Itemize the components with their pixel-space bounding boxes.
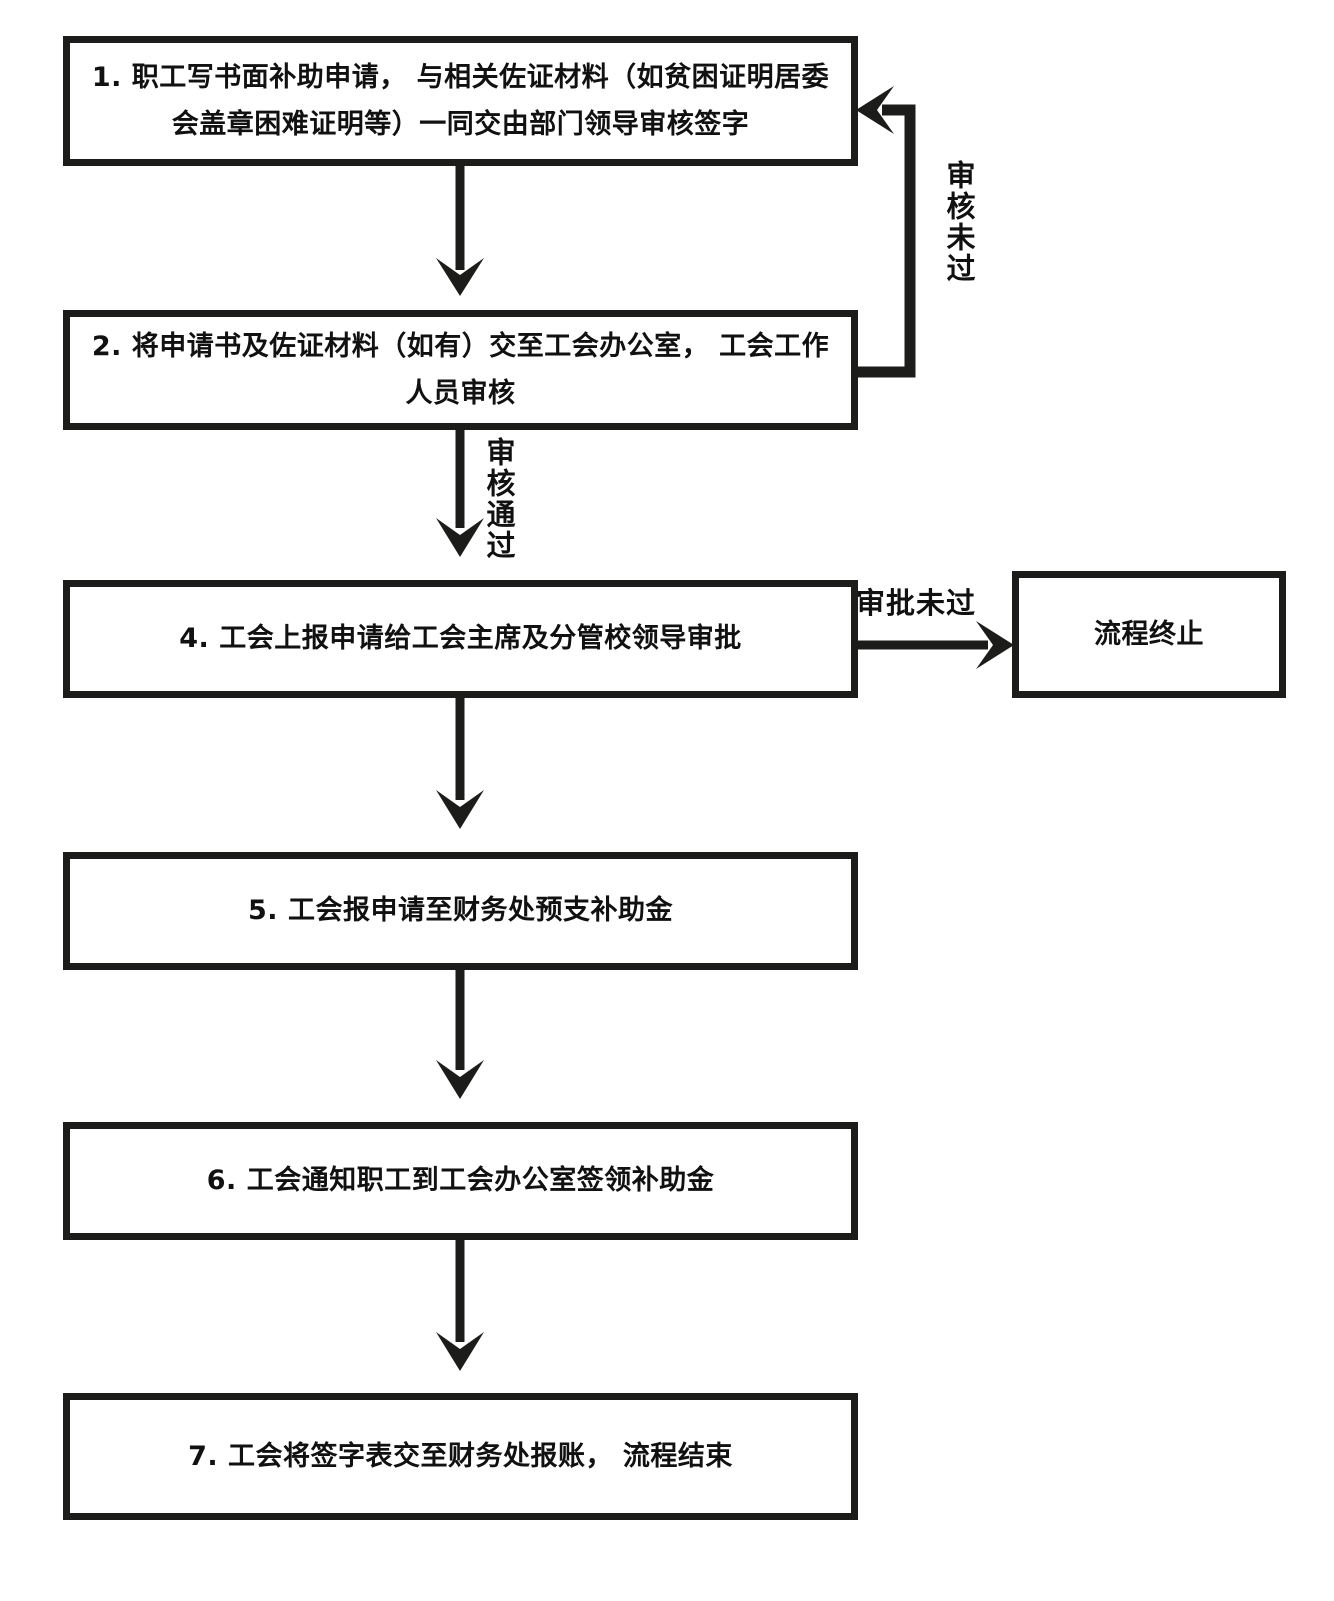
edge-label-review-passed: 审核通过	[482, 437, 516, 561]
node-step1-label: 1. 职工写书面补助申请， 与相关佐证材料（如贫困证明居委 会盖章困难证明等）一…	[91, 61, 830, 140]
node-step6-label: 6. 工会通知职工到工会办公室签领补助金	[206, 1165, 715, 1197]
node-step7-label: 7. 工会将签字表交至财务处报账， 流程结束	[188, 1440, 733, 1472]
node-step5-label: 5. 工会报申请至财务处预支补助金	[248, 895, 673, 927]
edge-label-approval-failed: 审批未过	[856, 586, 977, 620]
node-step5[interactable]: 5. 工会报申请至财务处预支补助金	[63, 852, 858, 970]
node-step4-label: 4. 工会上报申请给工会主席及分管校领导审批	[179, 623, 742, 655]
connector-step2-to-step4	[436, 430, 484, 557]
connector-step4-to-step5	[436, 698, 484, 829]
node-step2-label: 2. 将申请书及佐证材料（如有）交至工会办公室， 工会工作 人员审核	[91, 330, 830, 409]
node-step6[interactable]: 6. 工会通知职工到工会办公室签领补助金	[63, 1122, 858, 1240]
node-step7[interactable]: 7. 工会将签字表交至财务处报账， 流程结束	[63, 1393, 858, 1520]
edge-label-review-failed: 审核未过	[942, 160, 976, 284]
node-step4[interactable]: 4. 工会上报申请给工会主席及分管校领导审批	[63, 580, 858, 698]
node-terminate[interactable]: 流程终止	[1012, 571, 1286, 698]
connector-step4-to-terminate	[858, 621, 1014, 669]
connector-step6-to-step7	[436, 1240, 484, 1371]
connector-step1-to-step2	[436, 166, 484, 296]
connector-step5-to-step6	[436, 970, 484, 1099]
node-step1[interactable]: 1. 职工写书面补助申请， 与相关佐证材料（如贫困证明居委 会盖章困难证明等）一…	[63, 36, 858, 166]
node-terminate-label: 流程终止	[1094, 618, 1204, 650]
connector-step2-back-to-step1	[856, 86, 916, 378]
node-step2[interactable]: 2. 将申请书及佐证材料（如有）交至工会办公室， 工会工作 人员审核	[63, 310, 858, 430]
